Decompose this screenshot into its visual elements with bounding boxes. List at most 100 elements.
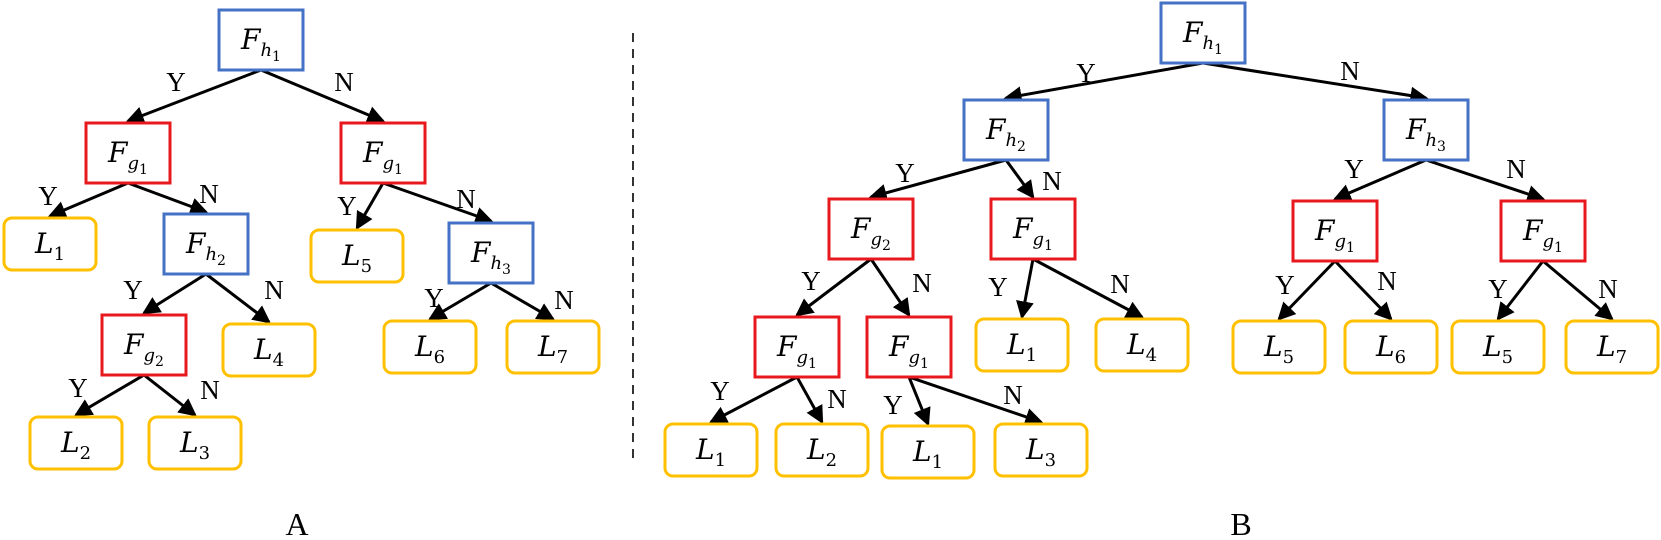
yes-edge-label: Y [1076, 58, 1096, 88]
node-label-base: F [185, 227, 207, 260]
node-label: Fg1 [107, 136, 148, 178]
edge-arrow-b6-b12 [1277, 259, 1337, 321]
node-label: Fh1 [1182, 16, 1223, 58]
node-label-subscript: 1 [932, 452, 943, 473]
node-label-base: L [806, 433, 826, 466]
node-label-sub-subscript: 1 [1214, 42, 1223, 58]
no-edge-label: N [199, 179, 219, 209]
node-box [339, 121, 427, 185]
h-feature-node: Fh3 [447, 221, 535, 285]
node-label-subscript: 6 [434, 347, 445, 368]
leaf-node: L5 [1450, 319, 1546, 375]
edge-arrow-b5-b11 [1032, 257, 1145, 319]
node-box [2, 216, 98, 272]
edge-arrow-a1-a2 [125, 68, 262, 124]
yes-edge-label: Y [883, 390, 903, 420]
node-label-base: F [123, 328, 145, 361]
node-label: L4 [1126, 328, 1157, 366]
node-label-base: F [240, 23, 262, 56]
yes-edge-label: Y [337, 191, 357, 221]
node-label-subscript: 5 [361, 256, 372, 277]
node-label: L6 [414, 330, 445, 368]
yes-edge-label: Y [1344, 154, 1364, 184]
edge-arrow-b7-b15 [1542, 259, 1614, 321]
node-label: Fg1 [362, 136, 403, 178]
g-feature-node: Fg1 [1499, 199, 1587, 263]
node-label: Fg1 [888, 330, 929, 372]
no-edge-label: N [1598, 274, 1618, 304]
edge-arrow-a1-a3 [260, 68, 386, 124]
node-label-base: L [695, 433, 715, 466]
node-label: L5 [1482, 330, 1513, 368]
no-edge-label: N [554, 285, 574, 315]
g-feature-node: Fg1 [865, 315, 953, 379]
node-label: L4 [253, 333, 284, 371]
leaf-node: L6 [1343, 319, 1439, 375]
node-box [1159, 1, 1247, 65]
node-box [100, 313, 188, 377]
node-label-subscript: g [908, 347, 920, 368]
node-label-base: L [1596, 330, 1616, 363]
node-box [221, 322, 317, 378]
node-label-subscript: 6 [1395, 347, 1406, 368]
yes-edge-label: Y [123, 275, 143, 305]
node-box [962, 98, 1050, 162]
node-label-sub-subscript: 1 [1044, 238, 1053, 254]
leaf-node: L3 [147, 415, 243, 471]
edge-arrow-a7-a11 [490, 281, 556, 321]
g-feature-node: Fg1 [753, 315, 841, 379]
edge-arrow-b1-b2 [1003, 61, 1204, 105]
node-label-base: F [1522, 214, 1544, 247]
node-label-subscript: h [1005, 130, 1017, 151]
g-feature-node: Fg1 [1291, 199, 1379, 263]
node-label-subscript: 7 [1616, 347, 1627, 368]
node-label-base: L [253, 333, 273, 366]
node-label-subscript: 7 [557, 347, 568, 368]
edge-arrow-b7-b14 [1496, 260, 1545, 321]
node-box [974, 317, 1070, 373]
yes-edge-label: Y [38, 181, 58, 211]
leaf-node: L4 [221, 322, 317, 378]
node-box [1564, 319, 1660, 375]
edge-arrow-b8-b17 [795, 376, 824, 425]
yes-edge-label: Y [1275, 270, 1295, 300]
node-label-base: L [414, 330, 434, 363]
node-label: Fh2 [185, 227, 226, 269]
node-label-sub-subscript: 2 [217, 253, 226, 269]
yes-edge-label: Y [424, 283, 444, 313]
yes-edge-label: Y [166, 67, 186, 97]
node-label-base: F [1405, 113, 1427, 146]
edge-arrow-b2-b5 [1004, 159, 1035, 199]
node-label-subscript: g [1032, 229, 1044, 250]
node-label: Fg1 [776, 330, 817, 372]
edge-arrow-a8-a12 [73, 373, 145, 417]
node-box [989, 197, 1077, 261]
no-edge-label: N [200, 375, 220, 405]
node-label-subscript: 1 [715, 450, 726, 471]
edge-arrow-b3-b6 [1332, 158, 1427, 202]
node-label-base: L [537, 330, 557, 363]
node-label-sub-subscript: 1 [394, 162, 403, 178]
node-label-subscript: 2 [80, 443, 91, 464]
yes-edge-label: Y [1488, 274, 1508, 304]
node-label-sub-subscript: 2 [1017, 139, 1026, 155]
edge-arrow-a3-a7 [382, 181, 494, 225]
leaf-node: L7 [505, 319, 601, 375]
edge-arrow-b9-b18 [907, 376, 931, 427]
leaf-node: L2 [774, 422, 870, 478]
node-label-base: L [1025, 433, 1045, 466]
node-label-subscript: 1 [1026, 345, 1037, 366]
node-label-base: F [850, 212, 872, 245]
node-label-base: F [985, 113, 1007, 146]
node-box [1450, 319, 1546, 375]
node-label: L5 [341, 239, 372, 277]
edge-arrow-a5-a8 [141, 272, 207, 315]
yes-edge-label: Y [988, 272, 1008, 302]
node-label-subscript: g [1334, 231, 1346, 252]
node-label-base: F [362, 136, 384, 169]
node-label-subscript: h [490, 253, 502, 274]
node-label-subscript: g [796, 347, 808, 368]
h-feature-node: Fh1 [217, 8, 305, 72]
panel-b-label: B [1230, 506, 1251, 540]
